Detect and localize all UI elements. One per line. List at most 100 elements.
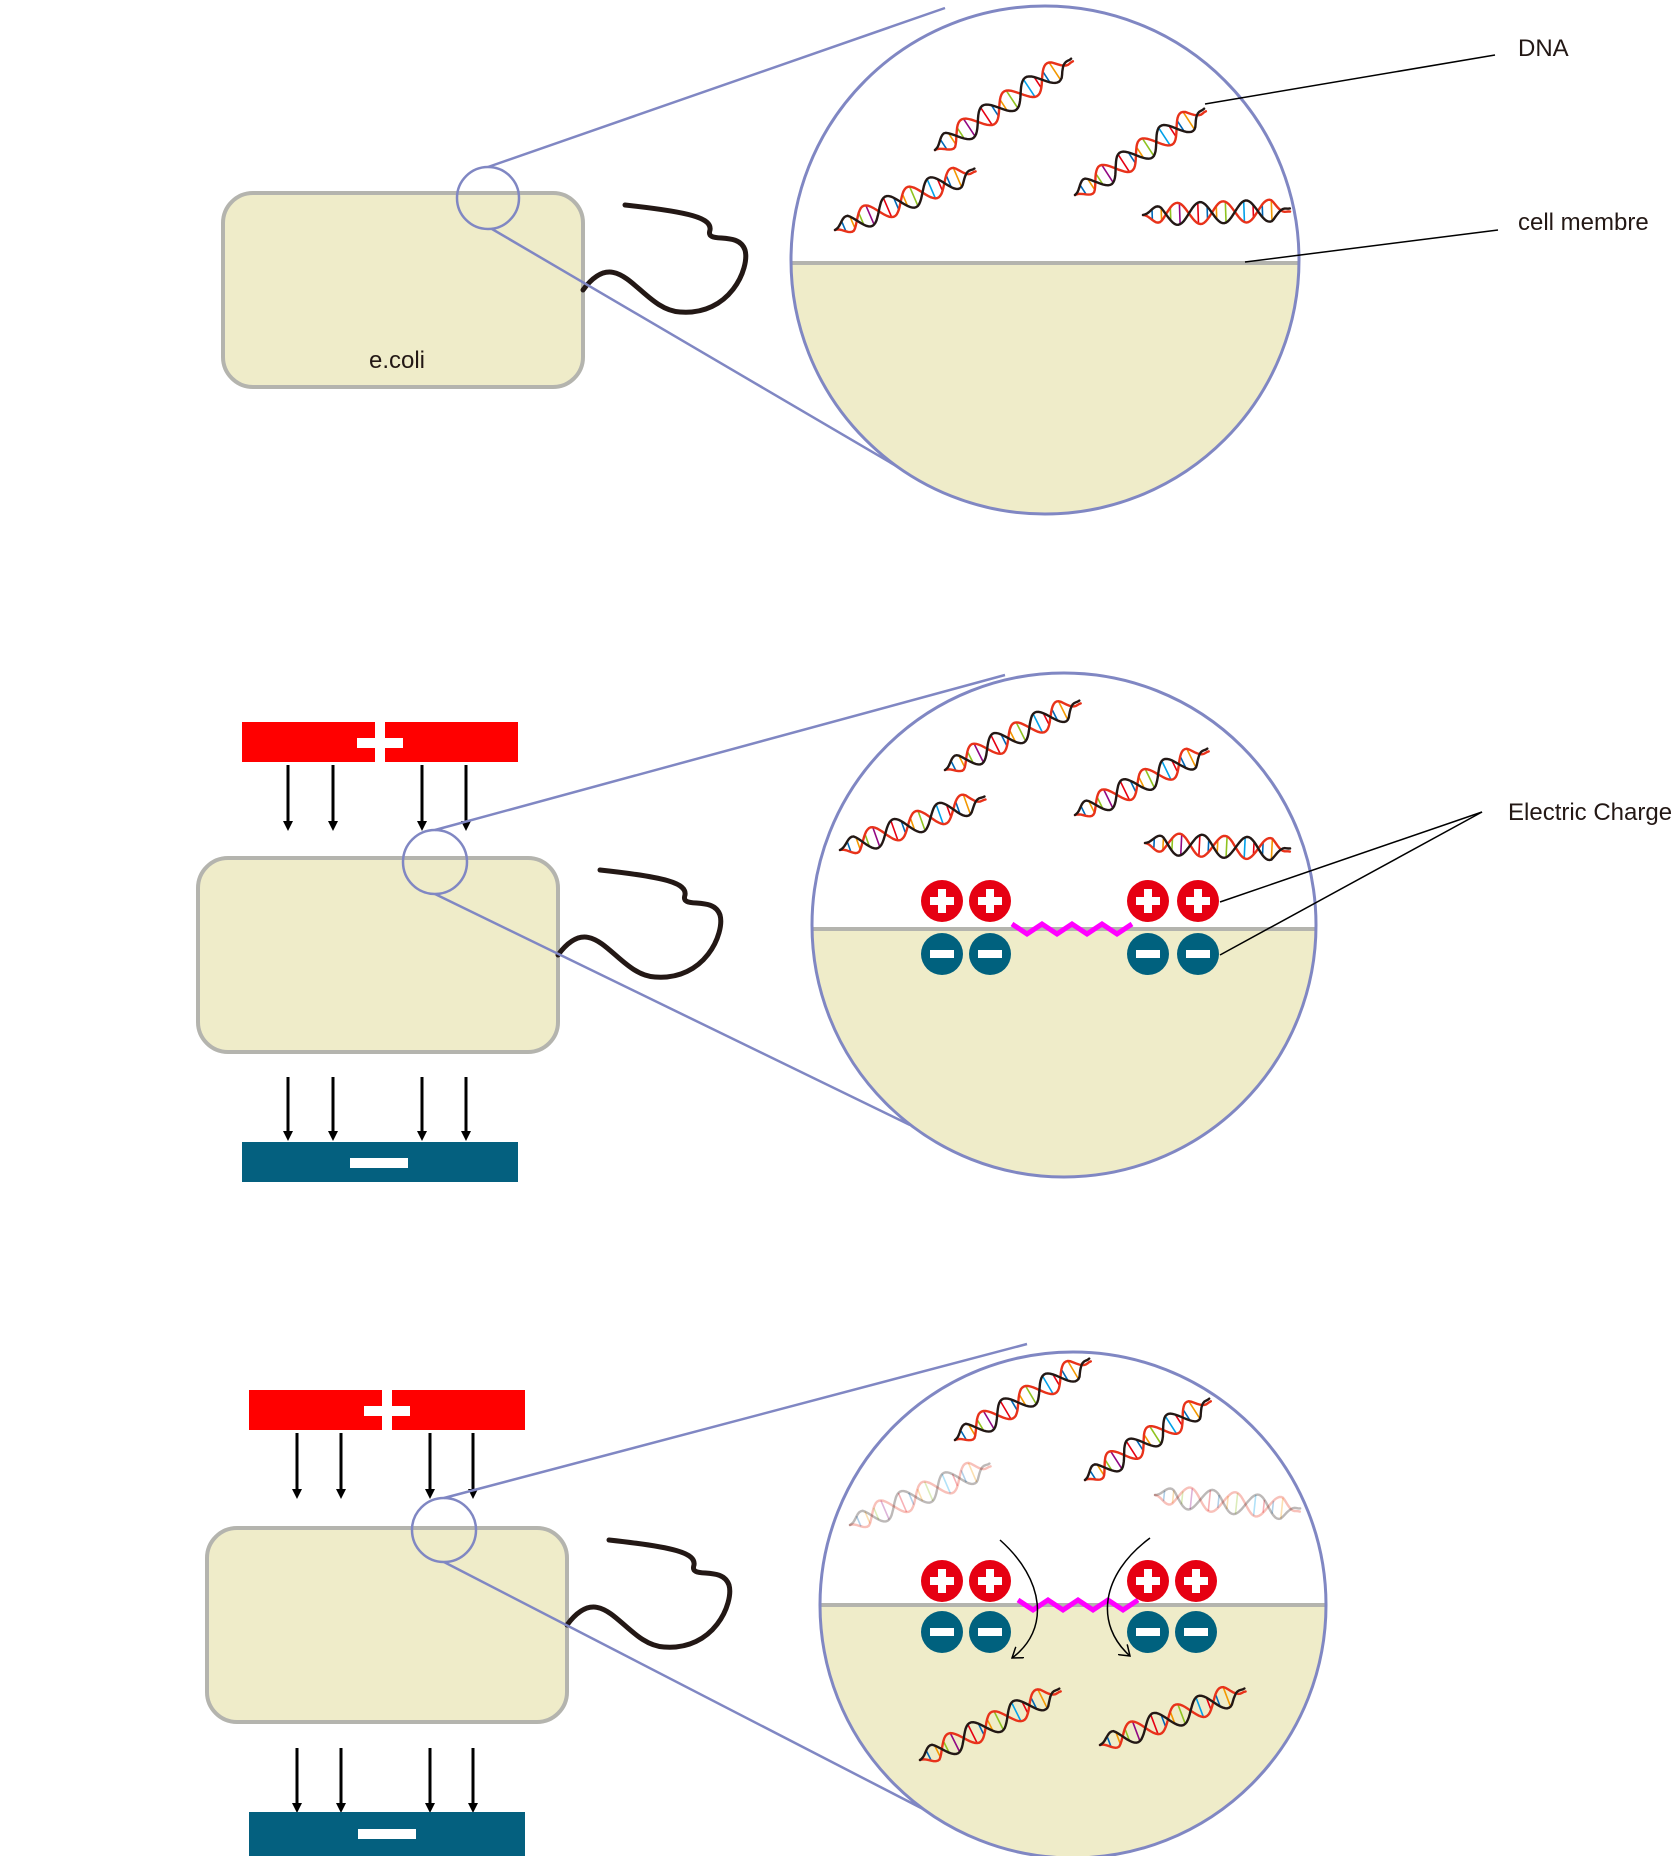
dna-base-pair (1096, 1464, 1105, 1476)
flagellum (580, 202, 749, 315)
ecoli-label: e.coli (369, 347, 425, 374)
plus-sign-icon (375, 720, 385, 766)
dna-base-pair (1153, 838, 1156, 849)
zoom-circle (810, 671, 1318, 1179)
dna-base-pair (1088, 800, 1096, 814)
dna-base-pair (935, 804, 944, 825)
dna-helix (838, 793, 987, 855)
dna-base-pair (1037, 1689, 1048, 1709)
dna-strand (838, 795, 986, 852)
dna-base-pair (1148, 1425, 1162, 1445)
dna-base-pair (1171, 760, 1179, 773)
dna-base-pair (1252, 841, 1255, 855)
dna-base-pair (923, 1481, 934, 1502)
dna-strand (1083, 1397, 1211, 1482)
dna-strand (953, 1359, 1092, 1442)
dna-base-pair (1162, 1490, 1166, 1502)
dna-base-pair (1032, 713, 1044, 733)
dna-base-pair (864, 833, 871, 847)
dna-strand (1073, 747, 1209, 817)
positive-charge-icon (1175, 1560, 1217, 1602)
dna-base-pair (1216, 840, 1219, 853)
dna-base-pair (1207, 839, 1210, 853)
dna-base-pair (916, 1488, 924, 1502)
dna-base-pair (1143, 1434, 1152, 1446)
uptake-arrow (1106, 1537, 1151, 1656)
positive-charge-icon (1127, 880, 1169, 922)
negative-charge-icon (1175, 1611, 1217, 1653)
dna-base-pair (1106, 1736, 1112, 1748)
dna-base-pair (1079, 184, 1087, 195)
membrane-pore (1010, 920, 1134, 938)
dna-strand (943, 699, 1082, 773)
dna-base-pair (1252, 1494, 1257, 1516)
dna-strand (833, 167, 976, 232)
dna-base-pair (1095, 173, 1104, 185)
dna-base-pair (907, 1492, 915, 1506)
dna-strand (953, 1357, 1091, 1442)
cell-interior (812, 929, 1316, 1177)
dna-strand (1141, 198, 1292, 226)
dna-base-pair (900, 820, 907, 834)
dna-base-pair (1171, 837, 1174, 851)
dna-base-pair (1180, 1491, 1184, 1505)
dna-strand (848, 1461, 992, 1529)
membrane-leader-line (1244, 229, 1499, 263)
dna-strand (943, 699, 1081, 772)
zoom-line-bottom (491, 227, 916, 479)
dna-base-pair (945, 174, 953, 188)
dna-base-pair (1149, 1714, 1159, 1735)
dna-helix-internalized (918, 1687, 1062, 1763)
dna-base-pair (1160, 1714, 1167, 1728)
positive-charge-icon (969, 880, 1011, 922)
dna-base-pair (892, 197, 900, 211)
dna-base-pair (897, 1492, 908, 1513)
dna-strand (1141, 199, 1292, 227)
dna-base-pair (1196, 202, 1200, 224)
dna-base-pair (993, 1710, 1005, 1731)
dna-base-pair (1115, 1731, 1122, 1745)
dna-base-pair (1135, 146, 1145, 159)
dna-base-pair (1225, 836, 1228, 858)
dna-base-pair (855, 1515, 862, 1527)
dna-base-pair (1021, 1701, 1029, 1714)
negative-charge-icon (921, 1611, 963, 1653)
negative-charge-icon (969, 933, 1011, 975)
dna-base-pair (954, 801, 961, 815)
dna-base-pair (967, 1724, 978, 1744)
dna-strand (1153, 1486, 1301, 1518)
dna-strand (1073, 107, 1206, 197)
dna-base-pair (1141, 137, 1155, 157)
dna-base-pair (1109, 1450, 1123, 1470)
dna-base-pair (1226, 1495, 1229, 1510)
dna-base-pair (1033, 76, 1042, 89)
zoom-line-top (487, 6, 946, 169)
dna-base-pair (865, 205, 875, 225)
dna-base-pair (936, 178, 944, 192)
positive-charge-icon (969, 1560, 1011, 1602)
dna-strand (1153, 1487, 1302, 1521)
dna-base-pair (1182, 111, 1196, 130)
dna-base-pair (1216, 1495, 1220, 1509)
dna-base-pair (1157, 127, 1171, 146)
dna-strand (1073, 747, 1210, 818)
dna-strand (1083, 1399, 1212, 1482)
dna-helix (833, 166, 977, 234)
dna-base-pair (1018, 1394, 1027, 1406)
dna-base-pair (1131, 1721, 1141, 1742)
dna-base-pair (1127, 151, 1137, 164)
dna-base-pair (1102, 788, 1114, 809)
dna-helix (1143, 832, 1292, 862)
dna-base-pair (1087, 178, 1096, 191)
dna-base-pair (926, 178, 937, 199)
negative-charge-icon (1127, 1611, 1169, 1653)
dna-base-pair (1119, 780, 1131, 801)
flagellum (555, 867, 724, 980)
panel-1: e.coli DNA cell membre (221, 4, 1649, 516)
dna-base-pair (1161, 760, 1172, 781)
dna-base-pair (1144, 768, 1156, 789)
dna-base-pair (864, 1511, 871, 1524)
minus-sign-icon (358, 1829, 416, 1839)
dna-strand (933, 60, 1075, 152)
minus-sign-icon (350, 1158, 408, 1168)
